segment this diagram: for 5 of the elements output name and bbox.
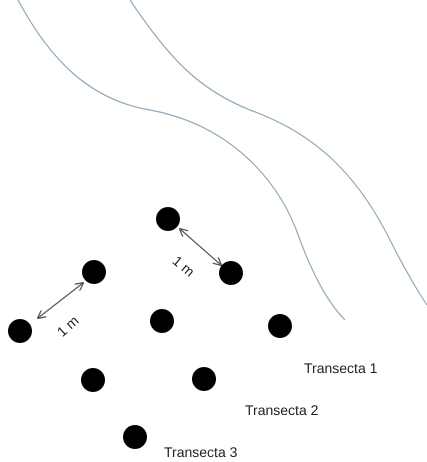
dimension-label: 1 m xyxy=(54,312,82,340)
dimension-label: 1 m xyxy=(170,252,198,280)
transect-label: Transecta 1 xyxy=(304,360,378,376)
transect-label: Transecta 2 xyxy=(245,402,318,418)
transect-label: Transecta 3 xyxy=(164,444,238,460)
